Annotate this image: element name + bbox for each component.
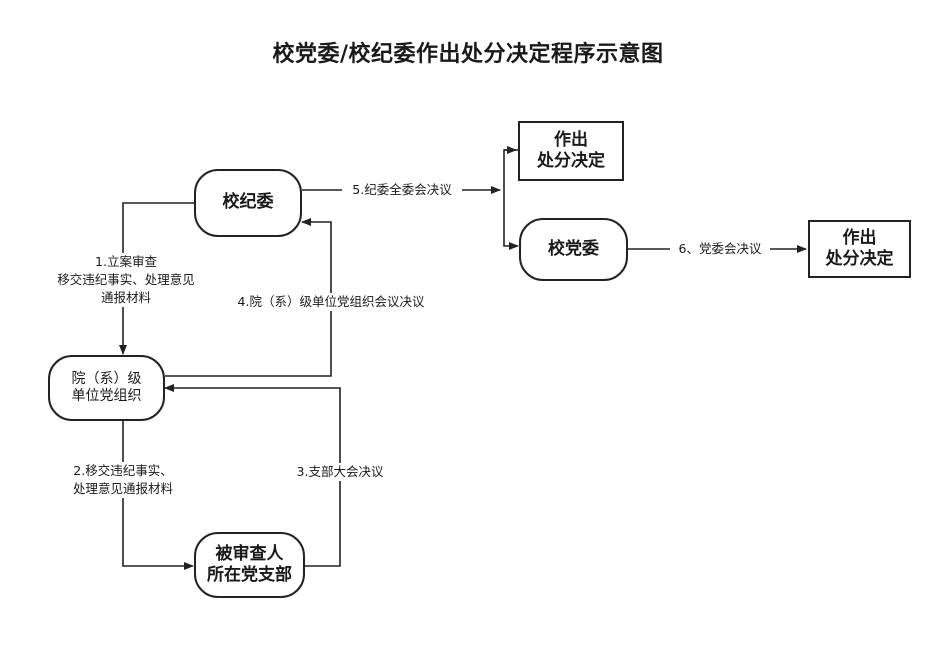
node-yuanji-dangzuzhi: 院（系）级 单位党组织 <box>48 355 165 421</box>
split-bracket <box>503 149 519 250</box>
edge-label-2: 2.移交违纪事实、 处理意见通报材料 <box>55 462 191 499</box>
node-beishencha-zhibu: 被审查人 所在党支部 <box>194 532 305 598</box>
node-decision-top: 作出 处分决定 <box>518 121 624 181</box>
edge-label-6: 6、党委会决议 <box>670 240 770 259</box>
page-title: 校党委/校纪委作出处分决定程序示意图 <box>272 42 664 67</box>
node-decision-right: 作出 处分决定 <box>808 220 911 278</box>
node-xiaodangwei: 校党委 <box>519 218 628 281</box>
edge-label-4: 4.院（系）级单位党组织会议决议 <box>221 293 441 312</box>
node-xiaojiwei: 校纪委 <box>194 169 302 237</box>
edge-label-1: 1.立案审查 移交违纪事实、处理意见 通报材料 <box>48 253 204 308</box>
edge-label-5: 5.纪委全委会决议 <box>342 181 462 200</box>
edge-label-3: 3.支部大会决议 <box>290 463 390 482</box>
